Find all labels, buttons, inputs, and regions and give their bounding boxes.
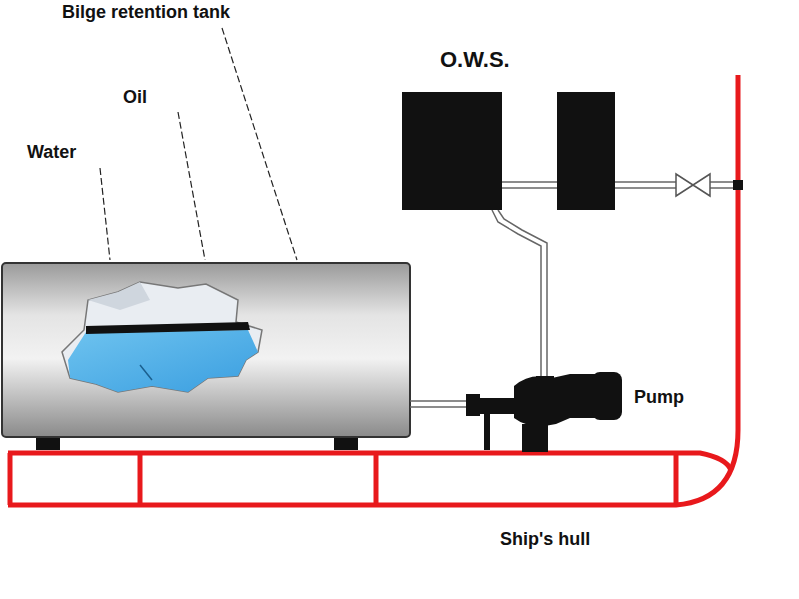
- pump: [466, 372, 622, 452]
- tank-leg: [36, 436, 60, 450]
- tank-leg: [334, 436, 358, 450]
- bilge-tank: [2, 263, 410, 437]
- water-label: Water: [27, 143, 76, 163]
- tank-label: Bilge retention tank: [62, 3, 230, 23]
- pipe: [410, 401, 468, 407]
- ows-label: O.W.S.: [440, 48, 510, 72]
- leader-line: [100, 28, 297, 260]
- tank-cutaway: [62, 282, 262, 392]
- pipe: [492, 210, 547, 382]
- ows-unit: [402, 92, 502, 210]
- oil-label: Oil: [123, 88, 147, 108]
- hull-label: Ship's hull: [500, 530, 590, 550]
- ows-unit: [557, 92, 615, 210]
- overboard-valve: [676, 174, 710, 196]
- hull-outlet: [733, 180, 743, 190]
- pump-label: Pump: [634, 388, 684, 408]
